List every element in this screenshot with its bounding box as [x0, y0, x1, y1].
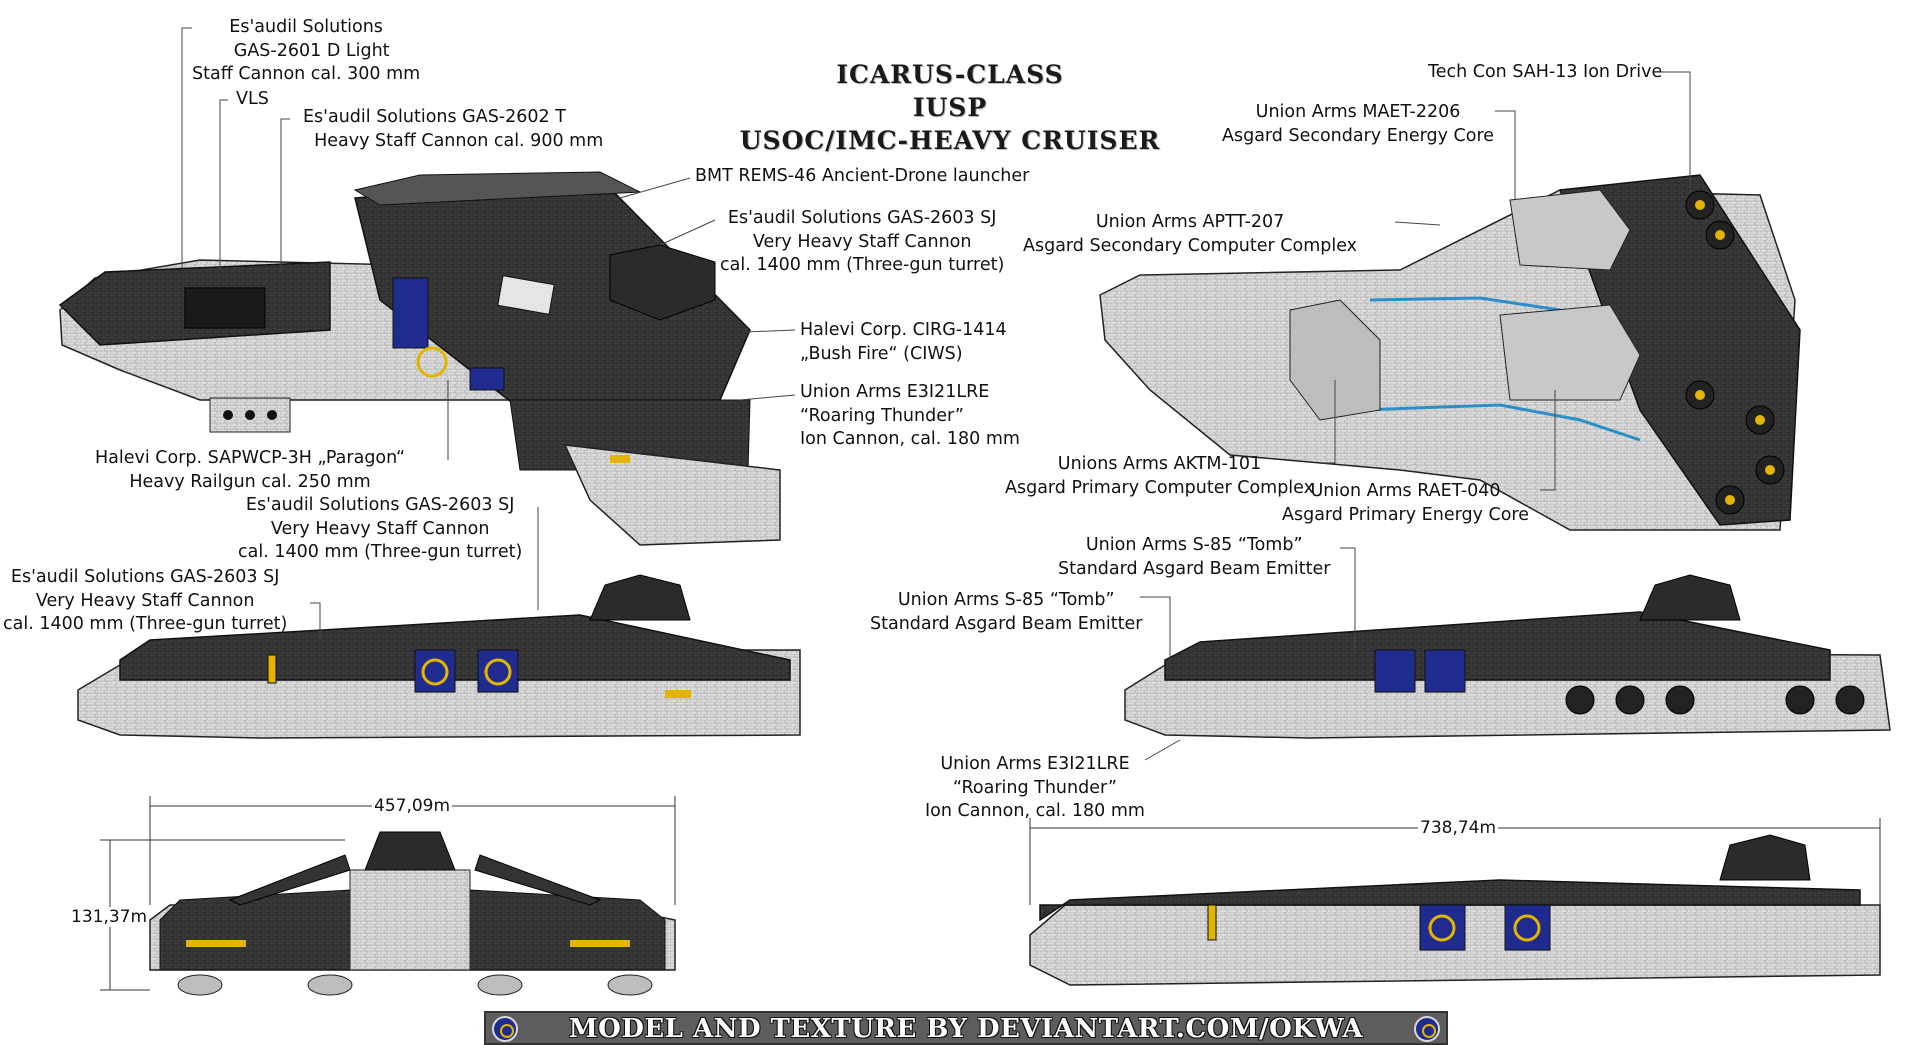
- engine-block: [563, 444, 781, 546]
- emblem-ring: [484, 658, 512, 686]
- emblem-ring: [1513, 914, 1541, 942]
- hull-dark: [469, 889, 666, 971]
- yellow-light: [610, 455, 630, 463]
- yellow-light: [665, 690, 691, 698]
- emblem-banner-1: [392, 277, 429, 349]
- top-view-ship: [58, 171, 781, 546]
- engine-pod: [177, 974, 223, 996]
- label-cirg1414: Halevi Corp. CIRG-1414 „Bush Fire“ (CIWS…: [800, 320, 1007, 364]
- hull-dark-top: [1039, 879, 1861, 922]
- long-side-ship: [1029, 834, 1881, 986]
- label-rems46: BMT REMS-46 Ancient-Drone launcher: [695, 166, 1030, 186]
- vls-grid: [184, 287, 266, 329]
- engine-pod: [477, 974, 523, 996]
- label-maet2206: Union Arms MAET-2206 Asgard Secondary En…: [1222, 102, 1495, 146]
- energy-core-primary: [1499, 304, 1641, 401]
- label-aktm101: Unions Arms AKTM-101 Asgard Primary Comp…: [1005, 454, 1314, 498]
- label-gas2603-mid: Es'audil Solutions GAS-2603 SJ Very Heav…: [238, 495, 523, 562]
- leader-lines: [181, 27, 1691, 761]
- emblem-banner: [1419, 904, 1466, 951]
- hull-dark-top: [1164, 611, 1831, 681]
- emblem-banner: [477, 649, 519, 693]
- label-gas2601: Es'audil Solutions GAS-2601 D Light Staf…: [192, 17, 421, 84]
- label-raet040: Union Arms RAET-040 Asgard Primary Energ…: [1282, 481, 1529, 525]
- title-line-2: IUSP: [912, 93, 988, 122]
- label-aptt207: Union Arms APTT-207 Asgard Secondary Com…: [1023, 212, 1358, 256]
- label-gas2603-top: Es'audil Solutions GAS-2603 SJ Very Heav…: [720, 208, 1005, 275]
- emblem-ring: [416, 346, 448, 378]
- label-s85-a: Union Arms S-85 “Tomb” Standard Asgard B…: [1058, 535, 1331, 579]
- dimension-height: 131,37m: [69, 907, 150, 927]
- engine-pod: [307, 974, 353, 996]
- yellow-light: [186, 940, 246, 947]
- wing-right: [474, 854, 602, 906]
- hangar-port: [245, 410, 255, 420]
- emblem-icon: [492, 1016, 518, 1042]
- label-e3i21lre-top: Union Arms E3I21LRE “Roaring Thunder” Io…: [800, 382, 1020, 449]
- engine-pod: [607, 974, 653, 996]
- port-side-ship: [77, 574, 801, 739]
- ion-drive-row: [1565, 685, 1865, 715]
- label-gas2603-left: Es'audil Solutions GAS-2603 SJ Very Heav…: [3, 567, 288, 634]
- energy-core-secondary: [1509, 189, 1631, 271]
- label-vls: VLS: [236, 89, 269, 109]
- turret-yellow: [1207, 904, 1217, 941]
- dimension-width: 457,09m: [372, 796, 453, 816]
- hangar-port: [223, 410, 233, 420]
- tower-light: [349, 869, 471, 971]
- tower: [1639, 574, 1741, 621]
- bottom-view-ship: [1099, 174, 1801, 531]
- credit-text: MODEL AND TEXTURE BY DEVIANTART.COM/OKWA: [568, 1014, 1364, 1044]
- hull-dark: [159, 889, 351, 971]
- tower: [1719, 834, 1811, 881]
- label-sah13: Tech Con SAH-13 Ion Drive: [1428, 62, 1663, 82]
- label-e3i21lre-bottom: Union Arms E3I21LRE “Roaring Thunder” Io…: [925, 754, 1145, 821]
- label-sapwcp: Halevi Corp. SAPWCP-3H „Paragon“ Heavy R…: [95, 448, 406, 492]
- emblem-banner: [1504, 904, 1551, 951]
- front-view-ship: [149, 831, 676, 996]
- title-line-1: ICARUS-CLASS: [836, 60, 1064, 89]
- tower-top: [364, 831, 456, 871]
- hull-dark-top: [119, 614, 791, 681]
- emblem-ring: [1428, 914, 1456, 942]
- title-line-3: USOC/IMC-HEAVY CRUISER: [739, 126, 1161, 155]
- emblem-ring: [421, 658, 449, 686]
- credit-bar: MODEL AND TEXTURE BY DEVIANTART.COM/OKWA: [484, 1011, 1448, 1045]
- emblem-banner: [1374, 649, 1416, 693]
- emblem-banner: [1424, 649, 1466, 693]
- emblem-banner: [414, 649, 456, 693]
- starboard-side-ship: [1124, 574, 1891, 739]
- label-s85-b: Union Arms S-85 “Tomb” Standard Asgard B…: [870, 590, 1143, 634]
- energy-conduit: [1359, 403, 1641, 442]
- emblem-icon: [1414, 1016, 1440, 1042]
- tower: [589, 574, 691, 621]
- dimension-length: 738,74m: [1418, 818, 1499, 838]
- hangar-port: [267, 410, 277, 420]
- turret-yellow: [267, 654, 277, 684]
- yellow-light: [570, 940, 630, 947]
- emblem-banner-2: [469, 367, 505, 391]
- label-gas2602: Es'audil Solutions GAS-2602 T Heavy Staf…: [303, 107, 604, 151]
- ion-drive-glow: [1695, 200, 1775, 505]
- computer-complex-primary: [1289, 299, 1381, 421]
- fin-upper: [353, 171, 642, 206]
- drone-launcher-panel: [497, 275, 555, 315]
